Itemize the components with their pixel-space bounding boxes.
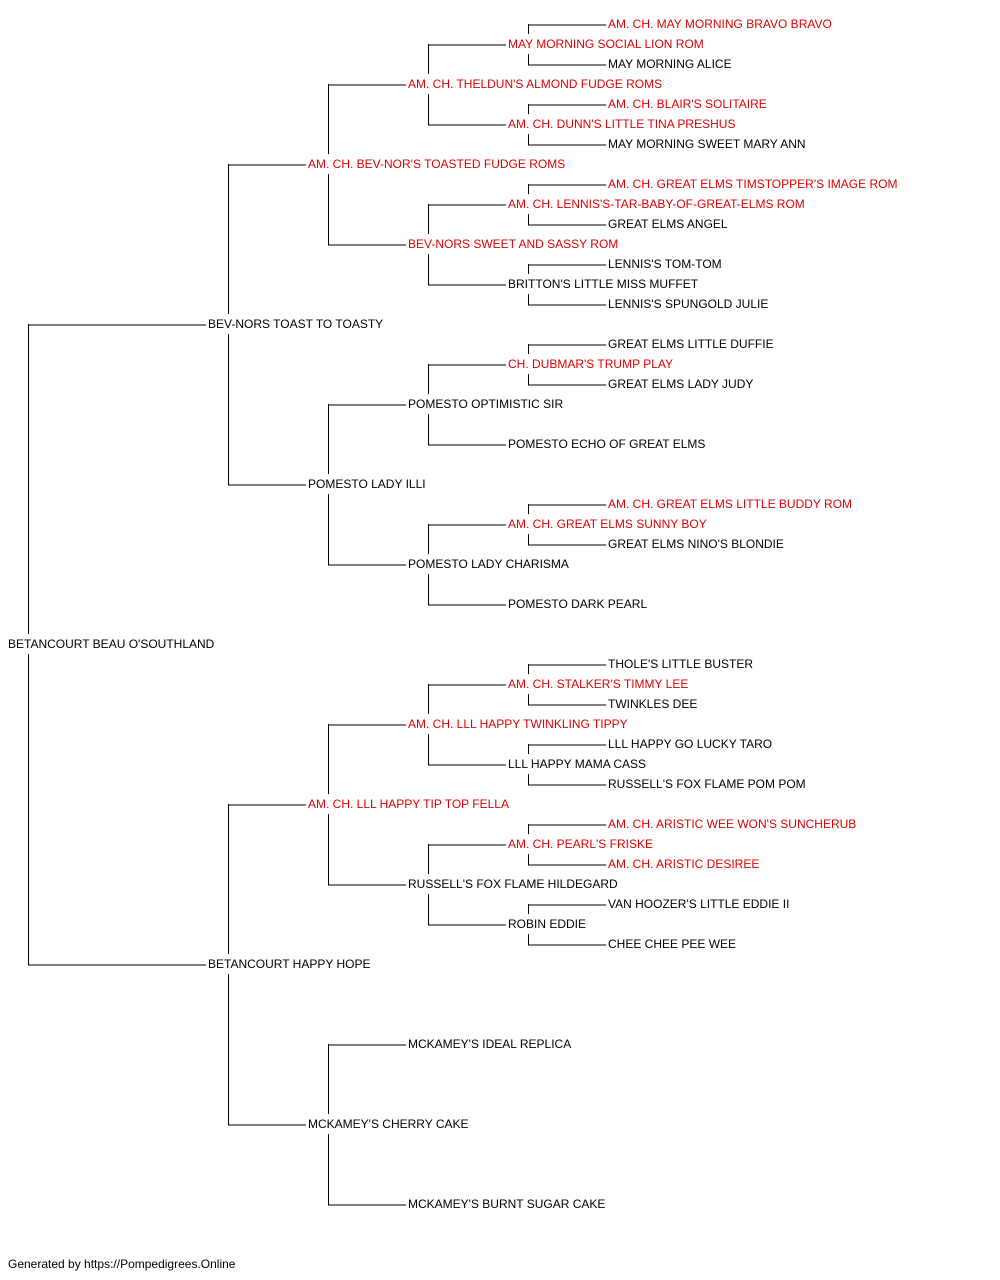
gen5-sire-name: AM. CH. GREAT ELMS TIMSTOPPER'S IMAGE RO…: [607, 177, 899, 191]
gen5-dam-name: GREAT ELMS ANGEL: [607, 217, 729, 231]
gen5-sire-name: VAN HOOZER'S LITTLE EDDIE II: [607, 897, 791, 911]
gen5-sire-name: AM. CH. GREAT ELMS LITTLE BUDDY ROM: [607, 497, 854, 511]
gen4-sire-name: MAY MORNING SOCIAL LION ROM: [507, 37, 705, 51]
gen3-dam-name: MCKAMEY'S BURNT SUGAR CAKE: [407, 1197, 607, 1211]
gen5-dam-name: TWINKLES DEE: [607, 697, 699, 711]
gen3-dam-name: BEV-NORS SWEET AND SASSY ROM: [407, 237, 620, 251]
gen5-dam-name: RUSSELL'S FOX FLAME POM POM: [607, 777, 807, 791]
gen5-dam-name: CHEE CHEE PEE WEE: [607, 937, 738, 951]
gen4-sire-name: AM. CH. PEARL'S FRISKE: [507, 837, 654, 851]
gen5-dam-name: GREAT ELMS LADY JUDY: [607, 377, 755, 391]
gen3-sire-name: POMESTO OPTIMISTIC SIR: [407, 397, 565, 411]
gen1-sire-name: BEV-NORS TOAST TO TOASTY: [207, 317, 385, 331]
gen5-sire-name: AM. CH. BLAIR'S SOLITAIRE: [607, 97, 768, 111]
gen4-dam-name: POMESTO DARK PEARL: [507, 597, 649, 611]
gen5-sire-name: AM. CH. MAY MORNING BRAVO BRAVO: [607, 17, 833, 31]
gen4-dam-name: AM. CH. DUNN'S LITTLE TINA PRESHUS: [507, 117, 737, 131]
gen4-dam-name: LLL HAPPY MAMA CASS: [507, 757, 648, 771]
gen3-sire-name: MCKAMEY'S IDEAL REPLICA: [407, 1037, 573, 1051]
gen5-sire-name: LENNIS'S TOM-TOM: [607, 257, 723, 271]
generated-by-footer: Generated by https://Pompedigrees.Online: [8, 1257, 236, 1271]
gen2-dam-name: MCKAMEY'S CHERRY CAKE: [307, 1117, 470, 1131]
gen3-dam-name: POMESTO LADY CHARISMA: [407, 557, 570, 571]
gen5-sire-name: AM. CH. ARISTIC WEE WON'S SUNCHERUB: [607, 817, 858, 831]
gen4-sire-name: CH. DUBMAR'S TRUMP PLAY: [507, 357, 674, 371]
gen5-dam-name: MAY MORNING SWEET MARY ANN: [607, 137, 807, 151]
subject-dog-name: BETANCOURT BEAU O'SOUTHLAND: [7, 637, 216, 651]
gen3-dam-name: RUSSELL'S FOX FLAME HILDEGARD: [407, 877, 619, 891]
gen4-dam-name: BRITTON'S LITTLE MISS MUFFET: [507, 277, 700, 291]
gen5-sire-name: GREAT ELMS LITTLE DUFFIE: [607, 337, 775, 351]
gen4-dam-name: ROBIN EDDIE: [507, 917, 588, 931]
gen2-sire-name: AM. CH. BEV-NOR'S TOASTED FUDGE ROMS: [307, 157, 567, 171]
gen1-dam-name: BETANCOURT HAPPY HOPE: [207, 957, 372, 971]
gen2-dam-name: POMESTO LADY ILLI: [307, 477, 427, 491]
gen2-sire-name: AM. CH. LLL HAPPY TIP TOP FELLA: [307, 797, 510, 811]
gen4-sire-name: AM. CH. STALKER'S TIMMY LEE: [507, 677, 690, 691]
gen3-sire-name: AM. CH. THELDUN'S ALMOND FUDGE ROMS: [407, 77, 664, 91]
gen5-sire-name: LLL HAPPY GO LUCKY TARO: [607, 737, 774, 751]
gen5-dam-name: LENNIS'S SPUNGOLD JULIE: [607, 297, 770, 311]
gen4-sire-name: AM. CH. LENNIS'S-TAR-BABY-OF-GREAT-ELMS …: [507, 197, 806, 211]
gen4-sire-name: AM. CH. GREAT ELMS SUNNY BOY: [507, 517, 708, 531]
gen4-dam-name: POMESTO ECHO OF GREAT ELMS: [507, 437, 707, 451]
gen5-dam-name: MAY MORNING ALICE: [607, 57, 733, 71]
gen3-sire-name: AM. CH. LLL HAPPY TWINKLING TIPPY: [407, 717, 629, 731]
gen5-dam-name: AM. CH. ARISTIC DESIREE: [607, 857, 761, 871]
gen5-sire-name: THOLE'S LITTLE BUSTER: [607, 657, 754, 671]
gen5-dam-name: GREAT ELMS NINO'S BLONDIE: [607, 537, 785, 551]
